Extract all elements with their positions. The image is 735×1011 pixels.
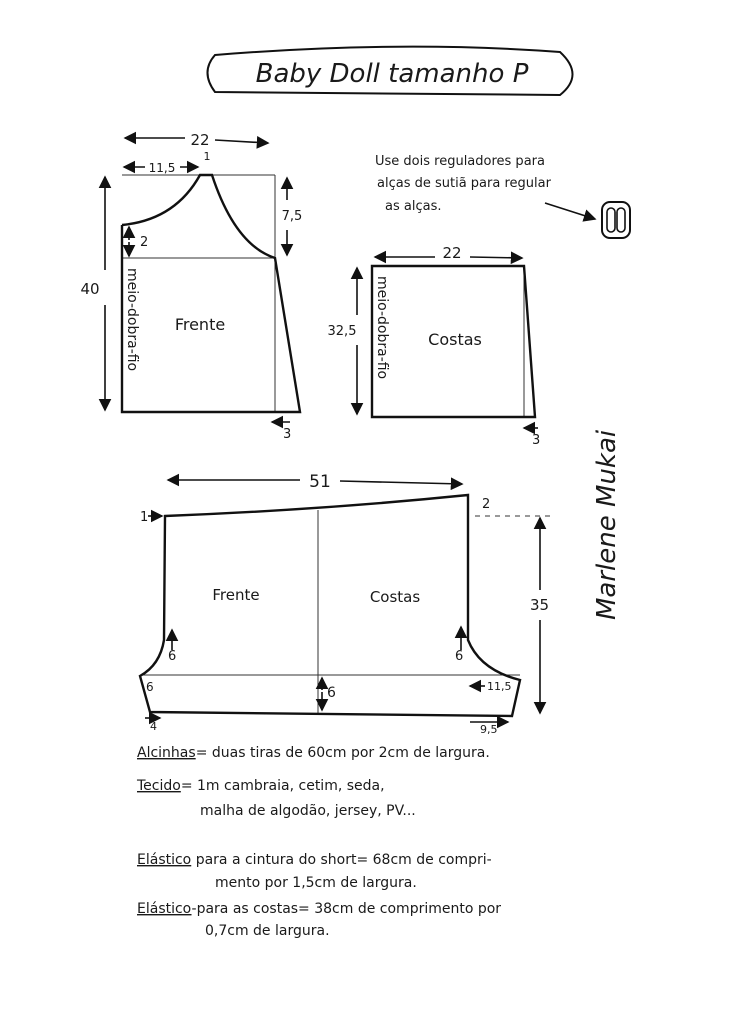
page-title: Baby Doll tamanho P (256, 59, 529, 89)
dim-length: 32,5 (328, 324, 357, 339)
piece-label-front: Frente (212, 586, 259, 604)
instruction-fabric: Tecido= 1m cambraia, cetim, seda, (136, 778, 385, 794)
instruction-elastic-back-cont: 0,7cm de largura. (205, 923, 330, 939)
signature: Marlene Mukai (592, 429, 622, 620)
dim-front-rise: 1 (140, 510, 148, 525)
title-cartouche: Baby Doll tamanho P (206, 45, 574, 97)
dim-back-hem: 9,5 (480, 723, 498, 736)
dim-front-hem: 4 (150, 720, 157, 733)
dim-neck-width: 11,5 (149, 161, 176, 175)
dim-hem-flare: 3 (532, 433, 540, 448)
instruction-straps: Alcinhas= duas tiras de 60cm por 2cm de … (137, 745, 490, 761)
instructions: Alcinhas= duas tiras de 60cm por 2cm de … (136, 745, 501, 939)
instruction-elastic-back: Elástico-para as costas= 38cm de comprim… (137, 901, 501, 917)
instruction-elastic-waist: Elástico para a cintura do short= 68cm d… (137, 852, 492, 868)
dim-width: 22 (190, 131, 209, 149)
fold-label: meio-dobra-fio (374, 276, 390, 379)
instruction-fabric-cont: malha de algodão, jersey, PV... (200, 803, 416, 819)
dim-length: 40 (80, 280, 99, 298)
piece-label-back: Costas (370, 588, 421, 606)
dim-back-leg: 11,5 (487, 680, 512, 693)
piece-label-front: Frente (175, 315, 225, 334)
dim-width: 22 (442, 244, 461, 262)
dim-strap: 1 (204, 150, 211, 163)
dim-hem-flare: 3 (283, 427, 291, 442)
adjuster-note: Use dois reguladores para alças de sutiã… (375, 154, 631, 239)
note-line: as alças. (385, 199, 441, 214)
dim-back-crotch: 6 (455, 649, 463, 664)
note-line: alças de sutiã para regular (377, 176, 552, 191)
instruction-elastic-waist-cont: mento por 1,5cm de largura. (215, 875, 417, 891)
note-line: Use dois reguladores para (375, 154, 545, 169)
dim-armhole: 7,5 (282, 209, 303, 224)
dim-front-crotch: 6 (168, 649, 176, 664)
dim-front-leg: 6 (146, 680, 154, 694)
dim-length: 35 (530, 596, 549, 614)
top-front-piece: 22 11,5 1 7,5 2 40 meio-dobra-fio Frente… (80, 131, 302, 442)
strap-adjuster-buckle-icon (601, 201, 631, 239)
dim-side-drop: 2 (140, 235, 148, 250)
dim-width: 51 (309, 472, 331, 492)
dim-center: 6 (327, 685, 336, 701)
dim-back-rise: 2 (482, 497, 490, 512)
piece-label-back: Costas (428, 330, 482, 349)
fold-label: meio-dobra-fio (124, 268, 140, 371)
top-back-piece: 22 32,5 meio-dobra-fio Costas 3 (328, 244, 541, 448)
shorts-piece: 51 1 2 35 Frente Costas 6 6 6 6 11,5 4 9… (138, 472, 552, 736)
